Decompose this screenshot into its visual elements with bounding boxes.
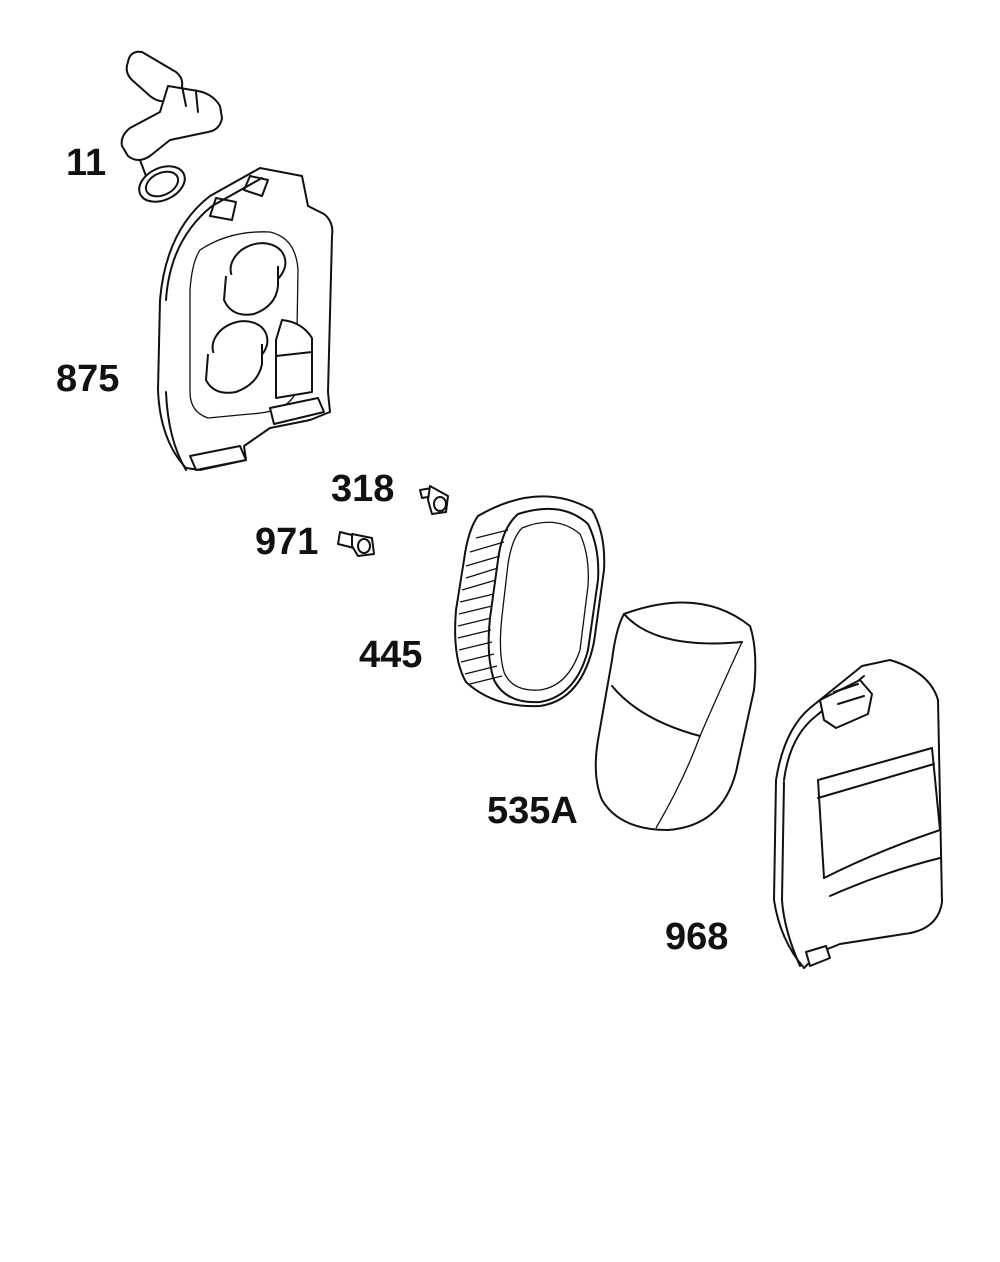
- callout-11: 11: [66, 142, 107, 184]
- callout-971: 971: [255, 521, 319, 563]
- callout-445: 445: [359, 634, 423, 676]
- breather-tube-part-11: [120, 50, 223, 203]
- screw-part-318: [419, 485, 449, 515]
- screw-part-971: [337, 531, 375, 557]
- pre-cleaner-part-535a: [594, 601, 757, 831]
- callout-318: 318: [331, 468, 395, 510]
- air-cleaner-base-part-875: [157, 167, 334, 471]
- callout-968: 968: [665, 916, 729, 958]
- callout-875: 875: [56, 358, 120, 400]
- callout-535a: 535A: [487, 790, 578, 832]
- filter-pleats: [457, 529, 509, 685]
- air-filter-part-445: [454, 495, 606, 708]
- air-cleaner-cover-part-968: [773, 659, 943, 969]
